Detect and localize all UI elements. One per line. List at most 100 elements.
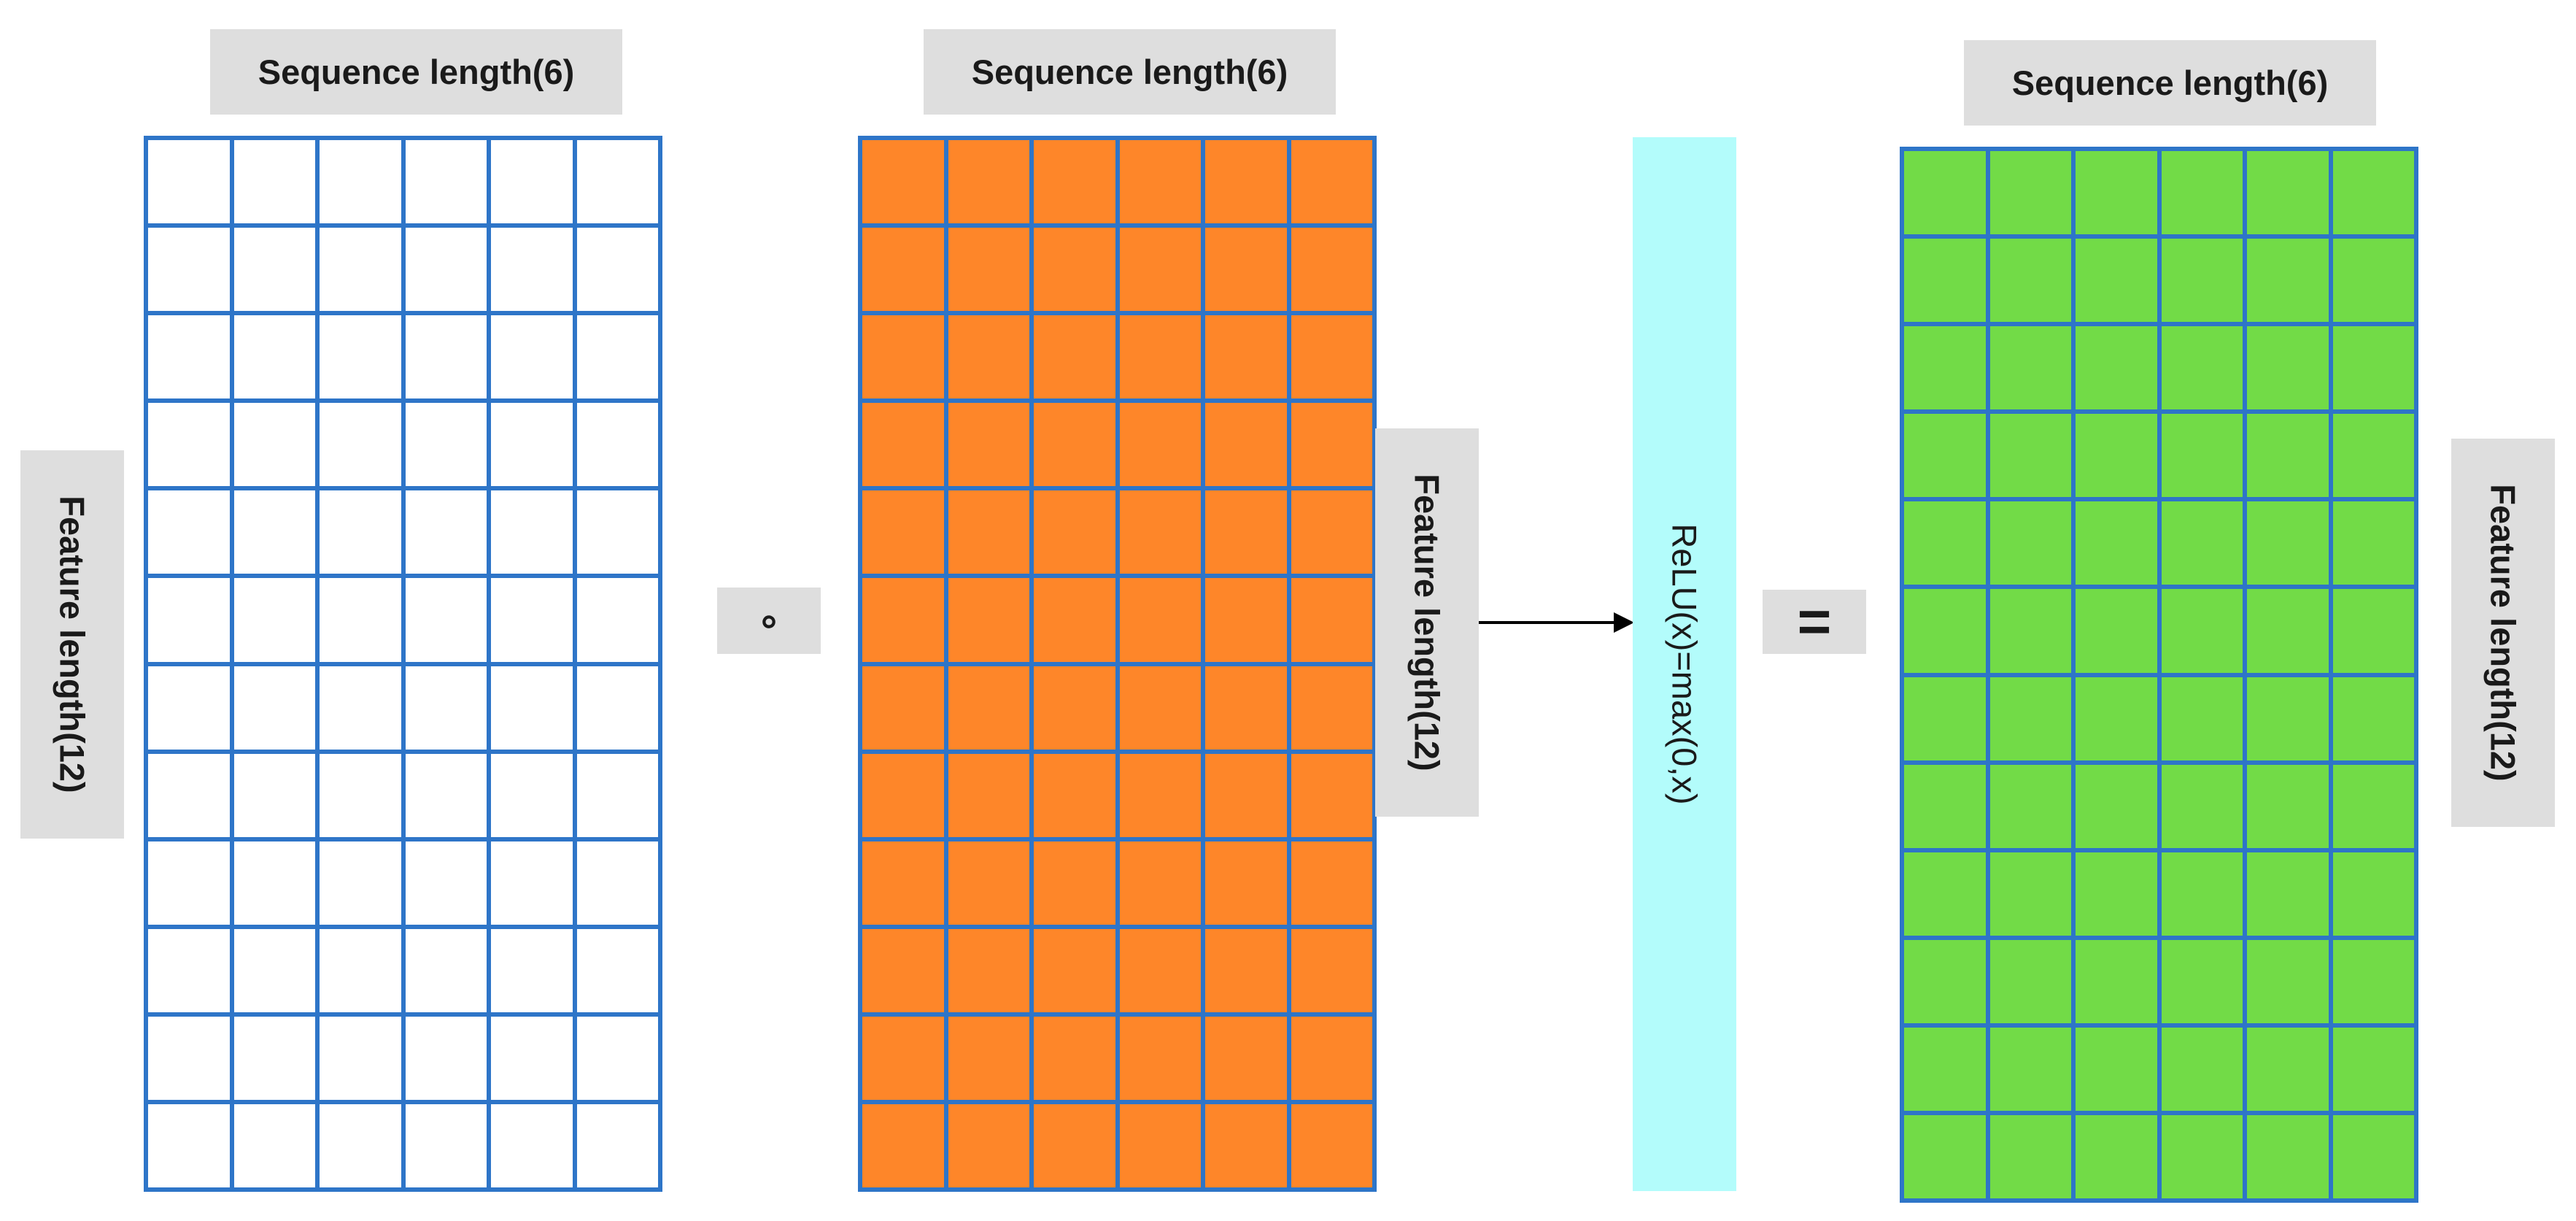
weights-cell (860, 226, 946, 314)
input-cell (146, 926, 232, 1014)
input-cell (146, 576, 232, 664)
input-cell (574, 1101, 660, 1190)
relu-label: ReLU(x)=max(0,x) (1665, 523, 1704, 805)
input-cell (489, 926, 575, 1014)
input-cell (574, 401, 660, 489)
input-cell (231, 751, 317, 839)
equals-symbol: = (1797, 589, 1832, 654)
weights-cell (945, 751, 1032, 839)
weights-cell (1288, 138, 1374, 226)
weights-cell (860, 1101, 946, 1190)
weights-cell (1032, 138, 1118, 226)
input-cell (403, 926, 489, 1014)
weights-cell (1032, 401, 1118, 489)
input-cell (574, 663, 660, 752)
output-cell (2159, 1025, 2245, 1113)
output-cell (1987, 762, 2073, 850)
output-cell (2245, 1025, 2331, 1113)
input-cell (489, 313, 575, 401)
weights-cell (1117, 751, 1203, 839)
weights-cell (945, 138, 1032, 226)
output-cell (1902, 412, 1988, 500)
output-cell (2073, 1112, 2159, 1201)
weights-cell (945, 313, 1032, 401)
output-cell (2245, 762, 2331, 850)
weights-cell (860, 839, 946, 927)
input-cell (403, 313, 489, 401)
input-cell (231, 1101, 317, 1190)
input-cell (489, 663, 575, 752)
output-cell (1987, 1025, 2073, 1113)
weights-seq-label: Sequence length(6) (924, 29, 1336, 115)
input-matrix (144, 136, 662, 1192)
output-cell (2073, 674, 2159, 763)
output-feat-label: Feature length(12) (2451, 439, 2555, 827)
input-cell (403, 1101, 489, 1190)
weights-cell (1032, 751, 1118, 839)
equals-operator: = (1763, 589, 1866, 654)
weights-cell (1032, 576, 1118, 664)
input-cell (489, 751, 575, 839)
output-cell (2073, 149, 2159, 237)
output-cell (1987, 499, 2073, 588)
output-cell (2245, 1112, 2331, 1201)
weights-cell (1117, 138, 1203, 226)
input-cell (231, 1014, 317, 1102)
input-cell (317, 926, 403, 1014)
input-cell (146, 313, 232, 401)
weights-cell (1288, 751, 1374, 839)
weights-cell (1032, 839, 1118, 927)
input-cell (317, 663, 403, 752)
output-cell (2330, 499, 2416, 588)
output-cell (1902, 762, 1988, 850)
input-cell (317, 488, 403, 577)
weights-cell (1288, 926, 1374, 1014)
weights-cell (1288, 313, 1374, 401)
input-cell (231, 488, 317, 577)
input-cell (317, 839, 403, 927)
output-cell (2159, 236, 2245, 325)
input-cell (317, 1101, 403, 1190)
weights-cell (945, 926, 1032, 1014)
output-cell (2073, 499, 2159, 588)
input-cell (317, 313, 403, 401)
output-cell (1902, 937, 1988, 1025)
input-cell (489, 839, 575, 927)
output-matrix (1900, 147, 2418, 1203)
input-cell (574, 138, 660, 226)
output-cell (1987, 149, 2073, 237)
weights-cell (1032, 226, 1118, 314)
output-cell (2073, 850, 2159, 938)
output-cell (1902, 587, 1988, 675)
weights-cell (945, 226, 1032, 314)
weights-feat-label: Feature length(12) (1375, 428, 1479, 817)
input-cell (574, 488, 660, 577)
input-cell (146, 839, 232, 927)
output-seq-label: Sequence length(6) (1964, 40, 2376, 126)
output-cell (1902, 324, 1988, 412)
input-cell (317, 226, 403, 314)
output-cell (2330, 587, 2416, 675)
weights-cell (1117, 488, 1203, 577)
weights-cell (1203, 313, 1289, 401)
weights-cell (1117, 1101, 1203, 1190)
input-cell (146, 488, 232, 577)
output-cell (1987, 850, 2073, 938)
output-cell (2073, 324, 2159, 412)
output-cell (2159, 850, 2245, 938)
weights-cell (1288, 226, 1374, 314)
weights-cell (1288, 576, 1374, 664)
output-cell (2073, 236, 2159, 325)
output-cell (2330, 674, 2416, 763)
input-cell (231, 313, 317, 401)
input-cell (403, 1014, 489, 1102)
output-cell (2330, 324, 2416, 412)
input-cell (231, 576, 317, 664)
output-cell (2159, 937, 2245, 1025)
output-cell (2073, 587, 2159, 675)
weights-cell (1288, 401, 1374, 489)
input-cell (317, 751, 403, 839)
output-cell (2245, 674, 2331, 763)
input-cell (403, 663, 489, 752)
output-cell (1902, 499, 1988, 588)
